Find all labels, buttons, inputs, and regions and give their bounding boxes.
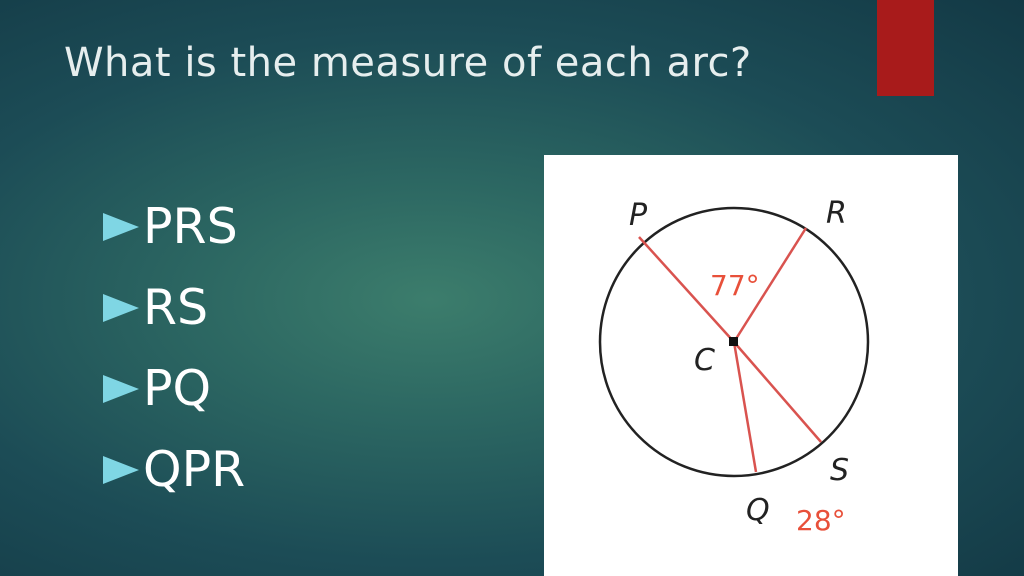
center-point bbox=[729, 337, 738, 346]
segment-cq bbox=[732, 341, 758, 473]
list-item: RS bbox=[103, 267, 245, 348]
label-s: S bbox=[830, 453, 849, 488]
bullet-arrow-icon bbox=[103, 374, 139, 403]
bullet-arrow-icon bbox=[103, 293, 139, 322]
label-q: Q bbox=[746, 493, 770, 528]
bullet-arrow-icon bbox=[103, 455, 139, 484]
list-item-label: PRS bbox=[143, 198, 238, 255]
slide-title: What is the measure of each arc? bbox=[64, 40, 752, 86]
angle-label-77: 77° bbox=[710, 269, 760, 302]
label-c: C bbox=[694, 343, 715, 378]
circle-outline bbox=[598, 206, 870, 478]
circle-diagram-svg: P R C S Q 77° 28° bbox=[598, 196, 870, 537]
list-item-label: RS bbox=[143, 279, 209, 336]
circle-diagram: P R C S Q 77° 28° bbox=[544, 155, 958, 576]
segment-cp bbox=[638, 236, 735, 343]
segment-cr bbox=[732, 227, 808, 343]
label-p: P bbox=[629, 198, 648, 233]
list-item-label: QPR bbox=[143, 441, 246, 498]
list-item: PQ bbox=[103, 348, 245, 429]
angle-label-28: 28° bbox=[796, 504, 846, 537]
list-item-label: PQ bbox=[143, 360, 212, 417]
label-r: R bbox=[826, 196, 847, 231]
segment-cs bbox=[733, 341, 822, 443]
list-item: QPR bbox=[103, 429, 245, 510]
list-item: PRS bbox=[103, 186, 245, 267]
arc-list: PRS RS PQ QPR bbox=[103, 186, 245, 510]
accent-bar bbox=[877, 0, 934, 96]
bullet-arrow-icon bbox=[103, 212, 139, 241]
